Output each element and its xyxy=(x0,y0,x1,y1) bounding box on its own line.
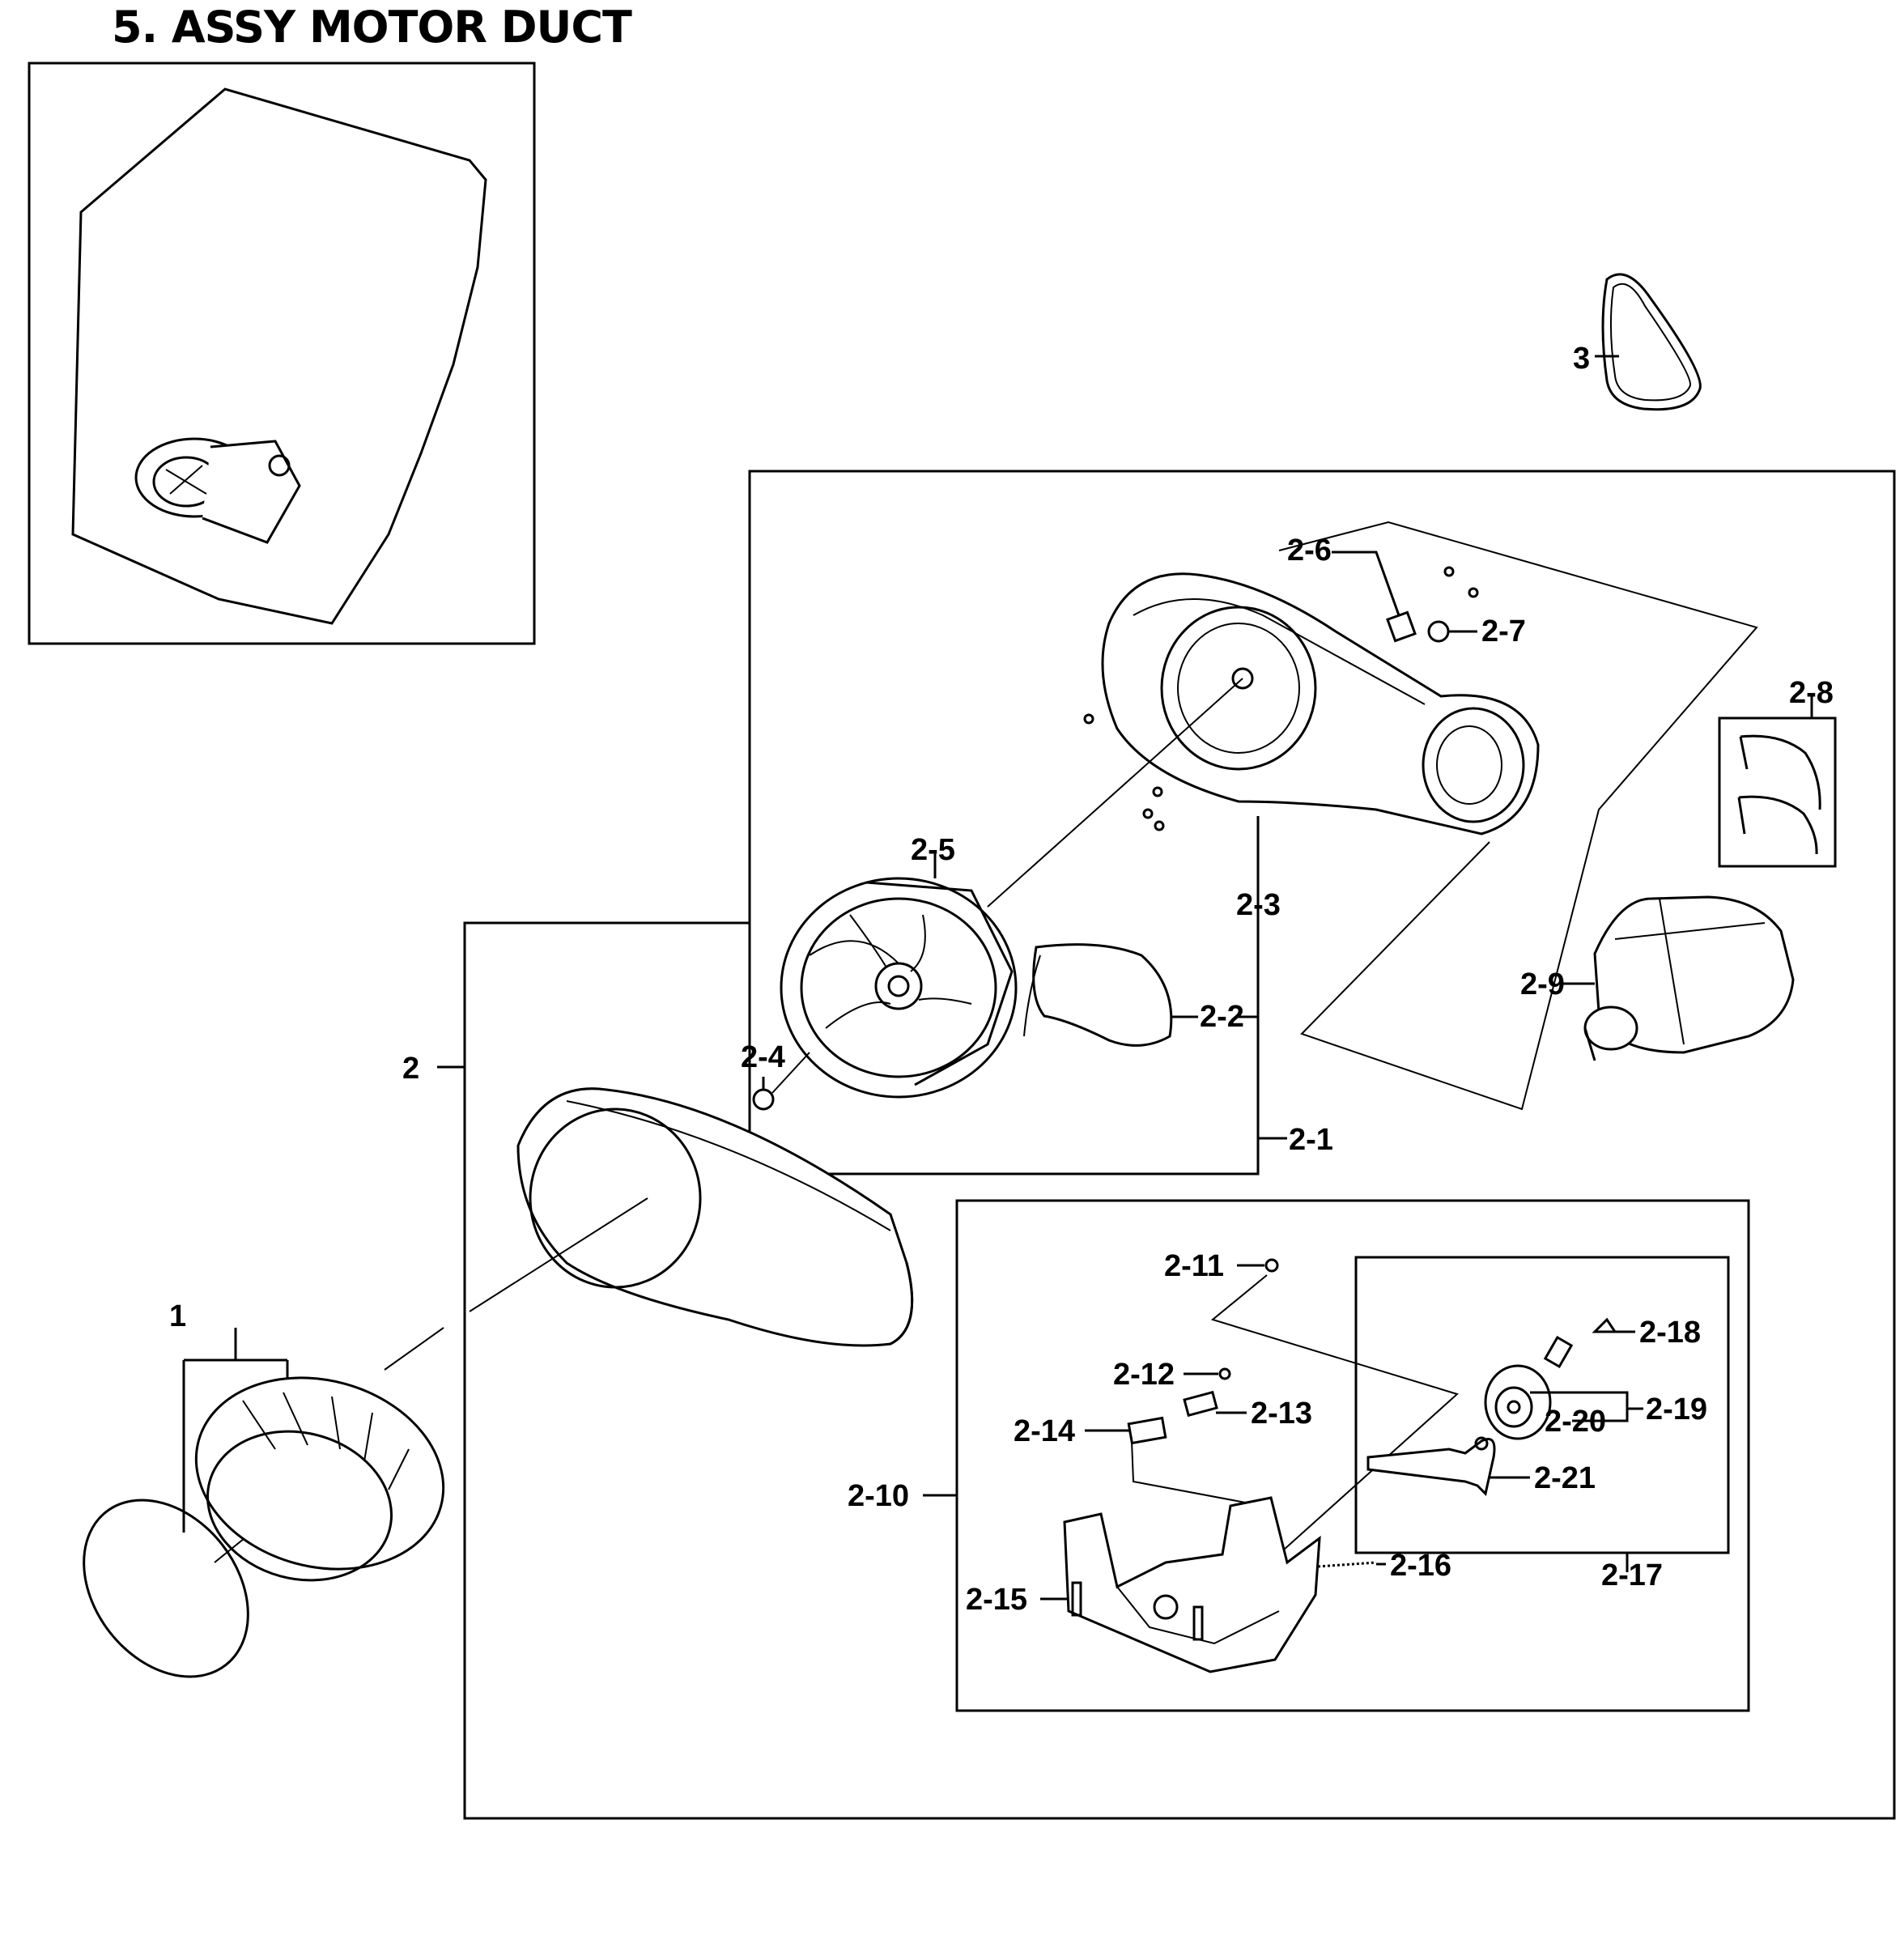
label-2-10: 2-10 xyxy=(848,1479,909,1513)
label-2: 2 xyxy=(402,1052,419,1086)
springs-part xyxy=(1718,696,1837,868)
label-2-7: 2-7 xyxy=(1481,614,1526,648)
label-2-8: 2-8 xyxy=(1789,676,1834,710)
label-2-3: 2-3 xyxy=(1236,888,1281,922)
label-2-15: 2-15 xyxy=(966,1583,1027,1617)
switch-2-14-part xyxy=(1085,1416,1264,1507)
label-2-19: 2-19 xyxy=(1646,1392,1707,1426)
seal-part xyxy=(1023,943,1198,1047)
page-title: 5. ASSY MOTOR DUCT xyxy=(112,2,632,53)
drive-belt-part xyxy=(1595,273,1702,411)
mini-motor-assembly-icon xyxy=(134,437,301,544)
clip-part xyxy=(1427,620,1477,643)
label-1: 1 xyxy=(169,1299,186,1333)
pulley-2-19-part xyxy=(1484,1364,1643,1440)
screw-2-11-part xyxy=(1210,1258,1459,1551)
motor-part xyxy=(1562,895,1795,1061)
callout-labels: 1 2 3 2-1 2-2 2-3 2-4 2-5 2-6 2-7 2-8 2-… xyxy=(169,342,1834,1617)
front-duct-housing-part xyxy=(516,1087,914,1347)
screws xyxy=(1083,566,1479,831)
rear-duct-housing-part xyxy=(1101,572,1540,835)
switch-2-13-part xyxy=(1183,1390,1247,1418)
label-2-5: 2-5 xyxy=(911,833,955,867)
label-2-17: 2-17 xyxy=(1601,1558,1663,1592)
blower-wheel-part xyxy=(780,678,1243,1099)
label-2-6: 2-6 xyxy=(1287,534,1332,568)
label-2-18: 2-18 xyxy=(1639,1316,1701,1350)
pin-2-18-part xyxy=(1543,1317,1635,1369)
spring-2-16-part xyxy=(1317,1561,1386,1568)
label-2-21: 2-21 xyxy=(1534,1461,1596,1495)
label-2-14: 2-14 xyxy=(1014,1414,1075,1448)
label-2-9: 2-9 xyxy=(1520,967,1565,1001)
assembly-2-17-boundary xyxy=(1354,1256,1730,1554)
label-2-2: 2-2 xyxy=(1200,1000,1244,1034)
assembly-2-10-boundary xyxy=(955,1199,1750,1712)
gasket-ring-part xyxy=(83,1499,249,1678)
motor-mount-bracket-part xyxy=(1040,1496,1321,1673)
front-bearing-housing-part xyxy=(182,1328,445,1582)
label-2-4: 2-4 xyxy=(741,1040,785,1074)
label-2-1: 2-1 xyxy=(1289,1123,1333,1157)
thermostat-part xyxy=(1332,551,1417,643)
nut-part xyxy=(752,1052,810,1111)
label-2-11: 2-11 xyxy=(1164,1249,1224,1283)
label-2-13: 2-13 xyxy=(1251,1397,1312,1431)
label-2-12: 2-12 xyxy=(1113,1358,1175,1392)
idler-arm-2-21-part xyxy=(1366,1436,1530,1496)
label-2-16: 2-16 xyxy=(1390,1549,1451,1583)
label-3: 3 xyxy=(1573,342,1590,376)
overview-inset xyxy=(28,62,536,645)
screw-2-12-part xyxy=(1184,1367,1231,1380)
label-2-20: 2-20 xyxy=(1545,1405,1606,1439)
assembly-2-1-boundary xyxy=(748,816,1260,1176)
